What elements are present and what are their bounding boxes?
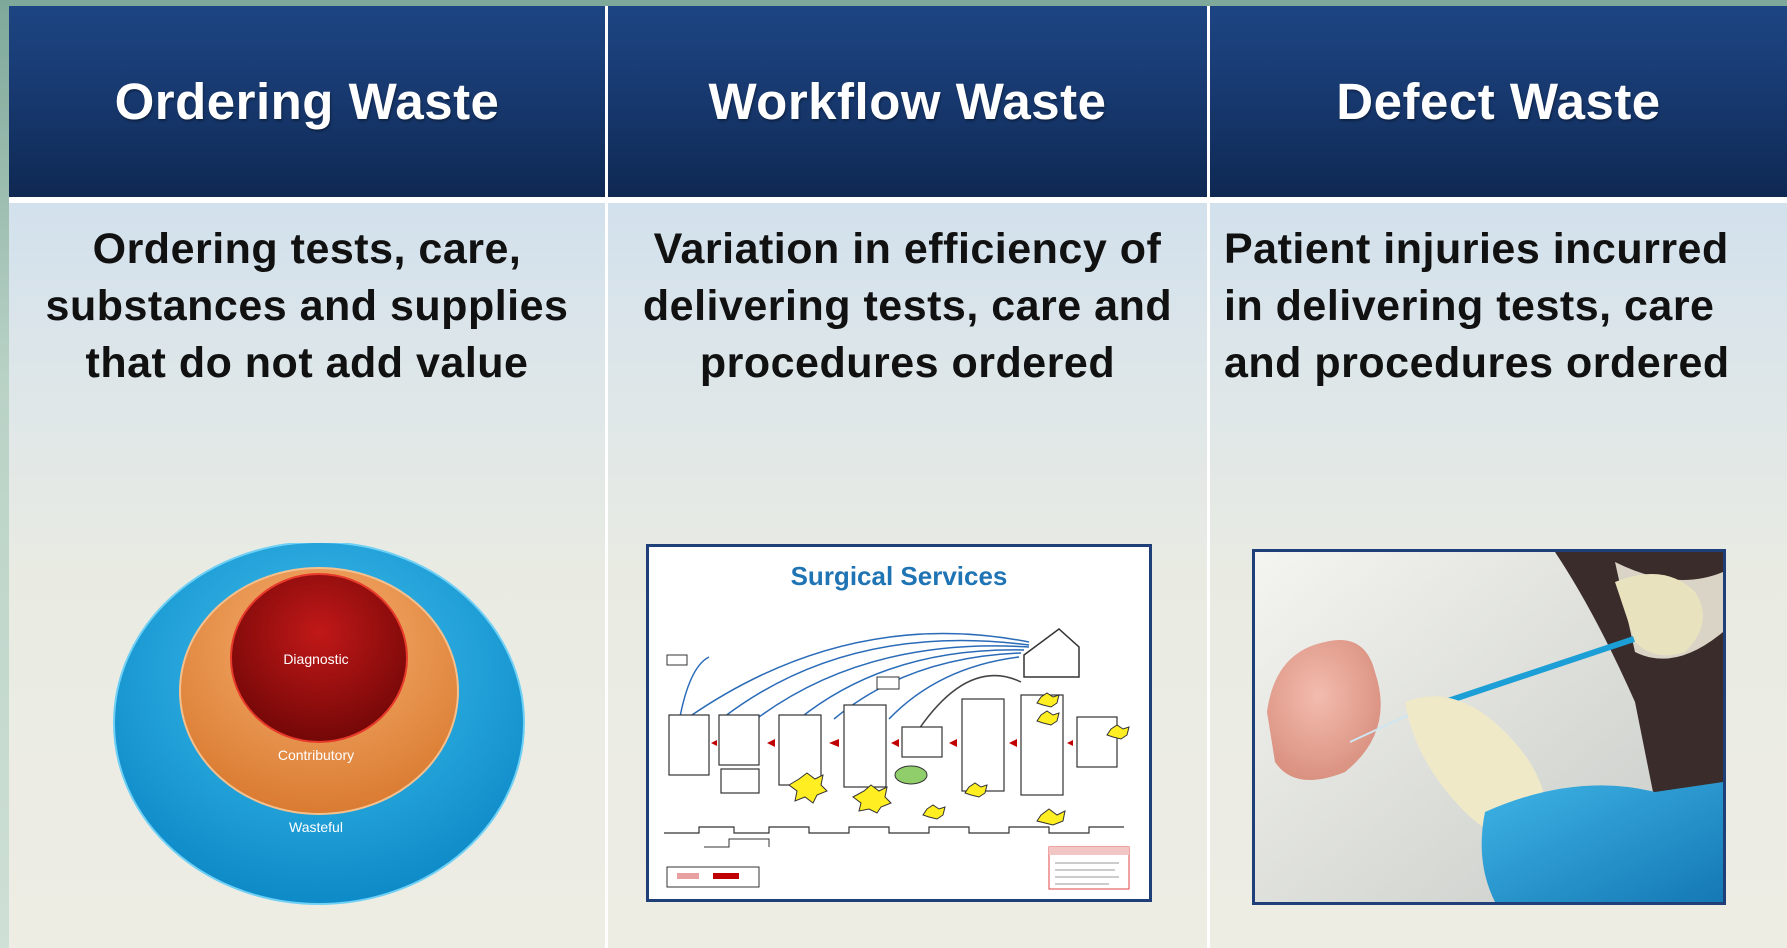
- procedure-photo: [1252, 549, 1726, 905]
- column-ordering-waste: Ordering Waste Ordering tests, care, sub…: [9, 6, 605, 948]
- column-defect-waste: Defect Waste Patient injuries incurred i…: [1207, 6, 1787, 948]
- column-visual: Surgical Services: [608, 521, 1207, 948]
- column-title: Ordering Waste: [114, 73, 500, 130]
- map-title: Surgical Services: [790, 561, 1008, 591]
- column-workflow-waste: Workflow Waste Variation in efficiency o…: [605, 6, 1207, 948]
- ring-diagnostic: [230, 573, 408, 743]
- slide: Ordering Waste Ordering tests, care, sub…: [9, 6, 1787, 948]
- column-description: Ordering tests, care, substances and sup…: [45, 225, 569, 387]
- column-visual: Diagnostic Contributory Wasteful: [9, 521, 605, 948]
- column-title: Defect Waste: [1336, 73, 1661, 130]
- label-contributory: Contributory: [278, 747, 354, 763]
- column-header: Workflow Waste: [608, 6, 1207, 203]
- column-header: Ordering Waste: [9, 6, 605, 203]
- column-title: Workflow Waste: [708, 73, 1107, 130]
- description-line: and procedures ordered: [1224, 339, 1730, 387]
- description-line: Patient injuries incurred: [1224, 225, 1729, 273]
- column-header: Defect Waste: [1210, 6, 1787, 203]
- description-line: in delivering tests, care: [1224, 282, 1715, 330]
- nested-circles-diagram: Diagnostic Contributory Wasteful: [113, 543, 525, 905]
- value-stream-map-image: Surgical Services: [646, 544, 1152, 902]
- procedure-photo-graphic: [1255, 552, 1723, 902]
- column-description: Patient injuries incurred in delivering …: [1210, 203, 1787, 521]
- process-map-graphic: [664, 628, 1130, 890]
- label-diagnostic: Diagnostic: [283, 651, 348, 667]
- column-description: Variation in efficiency of delivering te…: [642, 225, 1173, 387]
- label-wasteful: Wasteful: [289, 819, 343, 835]
- column-visual: [1210, 521, 1787, 948]
